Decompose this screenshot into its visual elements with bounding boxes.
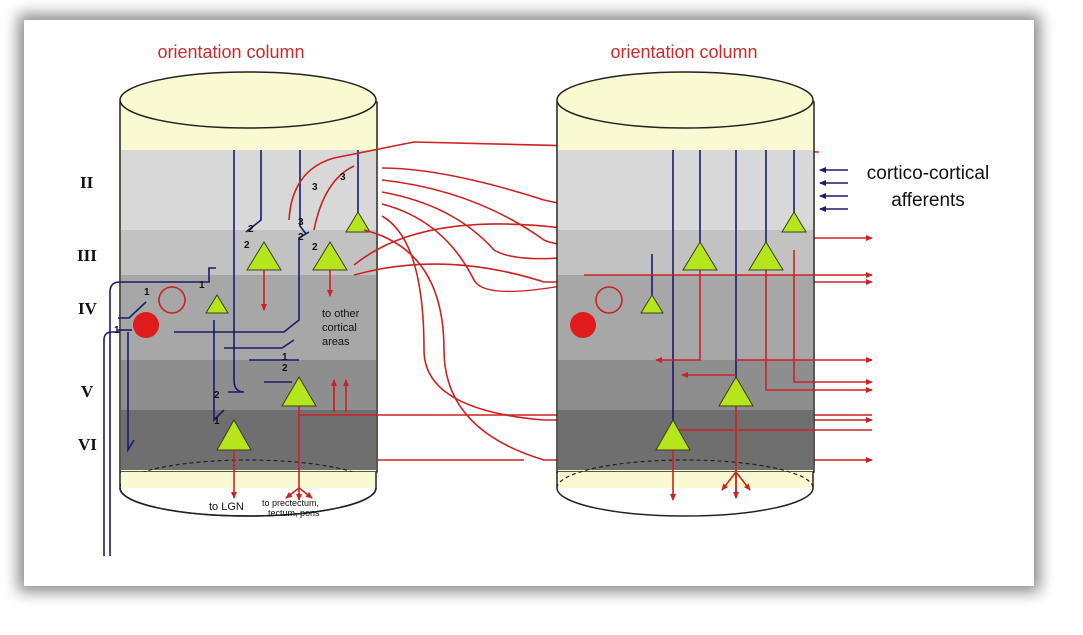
synapse-num: 3 [312,182,318,193]
left-layer-V-band [121,360,376,410]
right-pyramidal-III-b [748,241,784,271]
right-pyramidal-III-a [682,241,718,271]
note-prectectum-1: to prectectum, [262,498,319,508]
synapse-num: 2 [244,240,250,251]
cortico-cortical-arrows [819,167,848,212]
note-prectectum-2: tectum, pons [268,508,320,518]
synapse-num: 2 [298,232,304,243]
left-inhibitory-cell-filled [133,312,159,338]
synapse-num: 2 [312,242,318,253]
right-pyramidal-II [781,211,807,233]
right-pyramidal-VI [655,418,691,451]
left-column-title: orientation column [157,42,304,62]
stellate-cell-IV [205,294,229,314]
cortical-column-diagram: orientation column orientation column II… [77,42,989,556]
left-red-axons [231,141,873,501]
synapse-num: 1 [214,416,220,427]
synapse-num: 1 [282,352,288,363]
right-pyramidal-cells [640,211,807,451]
layer-label-IV: IV [78,299,98,318]
left-layer-II-band [121,150,376,230]
layer-label-III: III [77,246,97,265]
synapse-num: 3 [340,172,346,183]
layer-label-II: II [80,173,94,192]
note-to-other-1: to other [322,308,360,320]
synapse-num: 2 [214,390,220,401]
synapse-num: 1 [144,287,150,298]
right-column-top-cap [556,71,814,129]
left-layer-VI-band [121,410,376,470]
note-to-other-3: areas [322,336,350,348]
note-to-other-2: cortical [322,322,357,334]
right-inhibitory-cell-open [595,286,623,314]
right-stellate-IV [640,294,664,314]
left-column-top-cap [119,71,377,129]
note-to-lgn: to LGN [209,501,244,513]
legend-line-1: cortico-cortical [867,163,989,184]
pyramidal-cell-II [345,211,371,233]
synapse-num: 1 [114,325,120,336]
synapse-num: 3 [298,217,304,228]
left-pyramidal-cells [205,211,371,451]
synapse-num: 2 [282,363,288,374]
right-pyramidal-V [718,376,754,407]
synapse-num: 2 [248,224,254,235]
right-inhibitory-cell-filled [570,312,596,338]
layer-label-VI: VI [78,435,97,454]
left-inhibitory-cell-open [158,286,186,314]
figure-frame: orientation column orientation column II… [24,20,1034,586]
legend-line-2: afferents [891,190,965,211]
left-afferents [103,150,359,556]
synapse-num: 1 [199,280,205,291]
left-column [119,71,378,517]
right-red-axons [584,250,873,501]
layer-label-V: V [81,382,94,401]
right-column-title: orientation column [610,42,757,62]
right-column [556,71,815,517]
